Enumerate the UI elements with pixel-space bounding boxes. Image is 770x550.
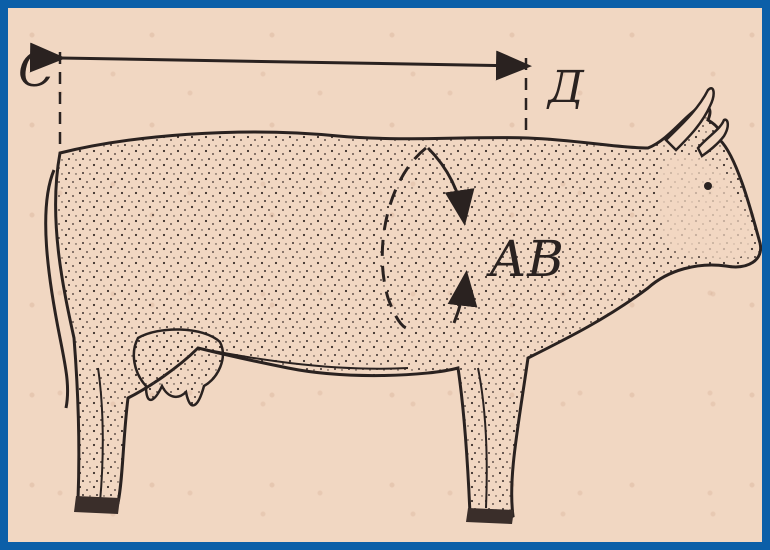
illustration-paper: С Д AB: [8, 8, 762, 542]
udder: [134, 329, 223, 405]
length-arrow: [60, 58, 526, 66]
cow-illustration: [46, 88, 761, 524]
label-c: С: [18, 46, 55, 94]
cow-diagram: [8, 8, 762, 542]
rear-hoof: [74, 496, 120, 514]
label-d: Д: [548, 66, 584, 110]
front-hoof: [466, 508, 514, 524]
label-ab: AB: [490, 234, 565, 284]
eye: [704, 182, 712, 190]
